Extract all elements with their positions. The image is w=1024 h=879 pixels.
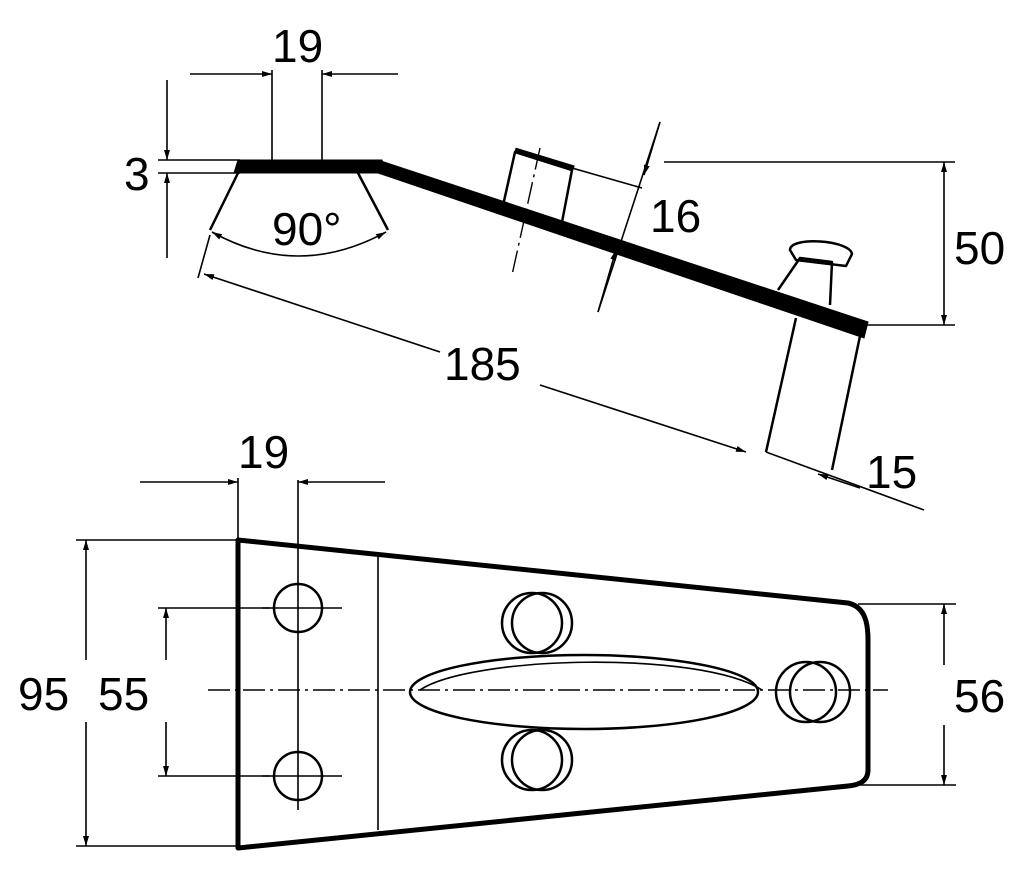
mounting-hole-bottom (262, 750, 342, 802)
dim-side-19: 19 (190, 20, 398, 162)
dim-side-50: 50 (664, 161, 1005, 326)
dim-side-185: 185 (197, 234, 747, 453)
dim-top-55: 55 (98, 607, 270, 777)
dim-side-3-label: 3 (124, 148, 150, 200)
dim-top-56: 56 (858, 603, 1005, 786)
dim-top-56-label: 56 (954, 670, 1005, 722)
pin-top (774, 660, 852, 724)
dim-side-16-label: 16 (650, 190, 701, 242)
side-boss (500, 147, 575, 276)
countersink-cone (208, 172, 390, 231)
dim-side-15: 15 (765, 446, 925, 511)
dim-side-185-label: 185 (444, 338, 521, 390)
side-plate-slope (377, 159, 869, 339)
boss-bottom (500, 728, 574, 792)
dim-side-16: 16 (571, 121, 701, 313)
boss-top (500, 591, 574, 655)
side-plate-flat (233, 159, 386, 174)
oval-slot (408, 653, 763, 731)
dim-side-3: 3 (124, 80, 240, 258)
top-view: 19 95 55 56 (18, 426, 1005, 851)
dim-side-19-label: 19 (272, 20, 323, 72)
dim-top-95-label: 95 (18, 668, 69, 720)
dim-side-15-label: 15 (866, 446, 917, 498)
side-view: 19 3 90° 16 50 (124, 20, 1005, 511)
plate-outline (235, 537, 871, 851)
angle-arc (211, 231, 387, 257)
dim-top-19: 19 (140, 426, 385, 540)
dim-top-95: 95 (18, 539, 236, 847)
dim-top-55-label: 55 (98, 668, 149, 720)
mounting-hole-top (262, 582, 342, 634)
dim-top-19-label: 19 (238, 426, 289, 478)
dim-angle-label: 90° (272, 203, 342, 255)
side-pin (764, 240, 862, 471)
dim-side-50-label: 50 (954, 222, 1005, 274)
